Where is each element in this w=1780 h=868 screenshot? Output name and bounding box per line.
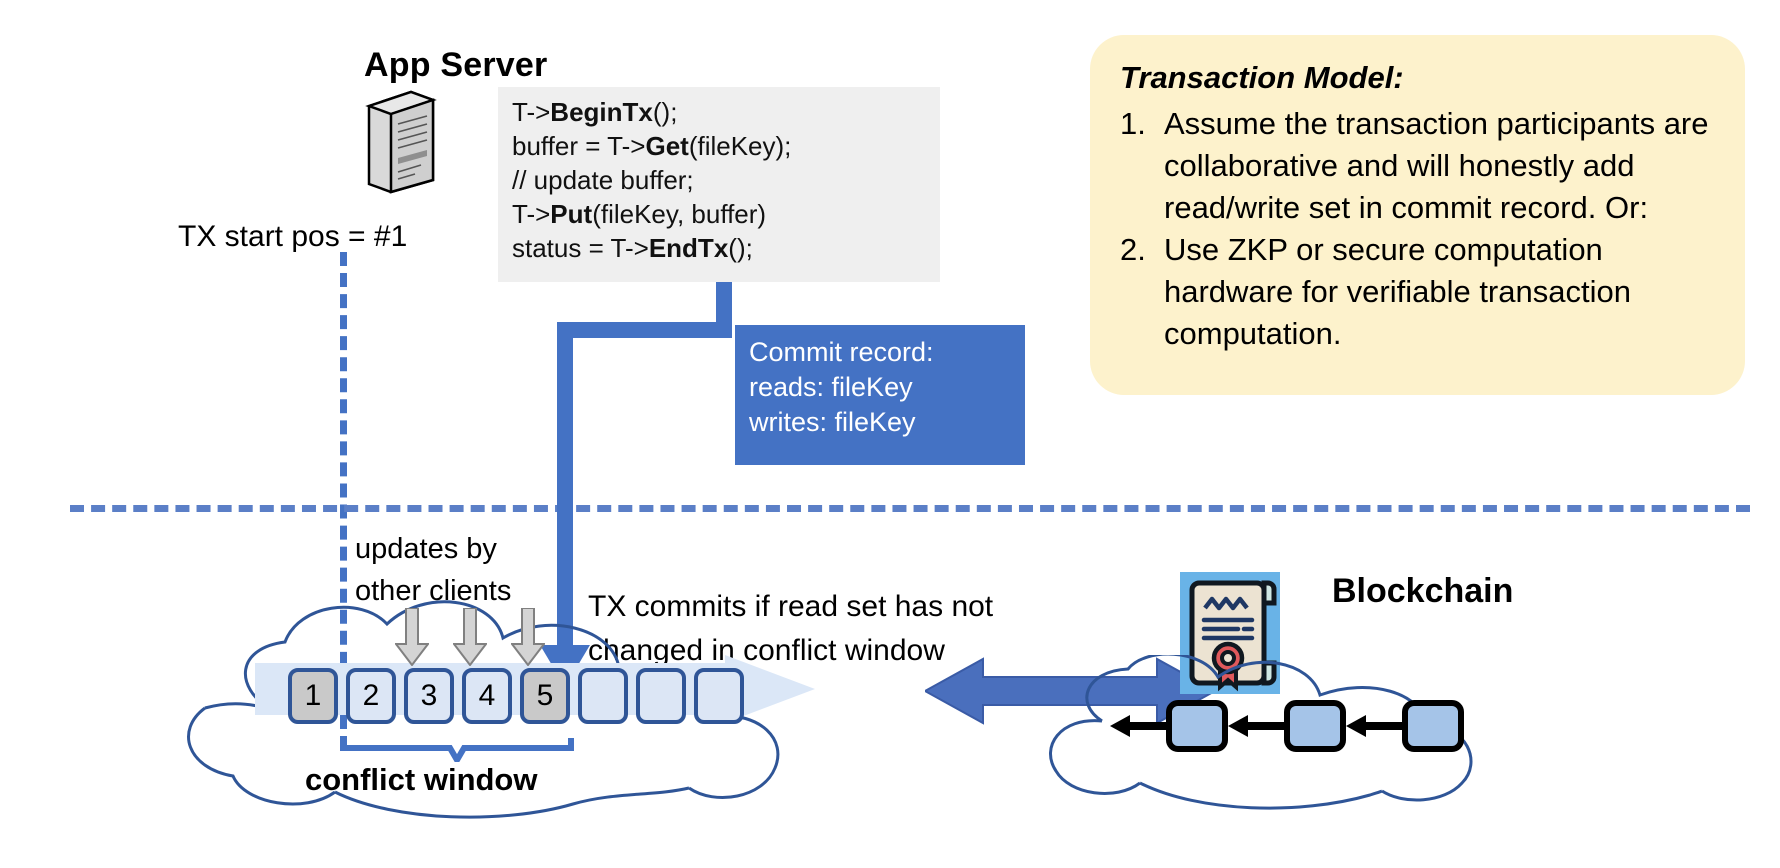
transaction-model-list: 1. Assume the transaction participants a…: [1120, 103, 1715, 355]
ledger-block-row: 1 2 3 4 5: [288, 668, 744, 724]
ledger-block[interactable]: 4: [462, 668, 512, 724]
ledger-block[interactable]: 2: [346, 668, 396, 724]
code-line: status = T->EndTx();: [512, 233, 753, 263]
list-item: 1. Assume the transaction participants a…: [1120, 103, 1715, 229]
update-arrow-down-icon: [393, 607, 431, 671]
ledger-block[interactable]: 5: [520, 668, 570, 724]
tx-start-dashed-line: [340, 252, 347, 750]
ledger-block[interactable]: [694, 668, 744, 724]
commit-record-title: Commit record:: [749, 337, 934, 367]
update-arrow-down-icon: [451, 607, 489, 671]
certificate-icon: [1180, 572, 1280, 694]
commit-record-box: Commit record: reads: fileKey writes: fi…: [735, 325, 1025, 465]
code-block: T->BeginTx(); buffer = T->Get(fileKey); …: [498, 87, 940, 282]
updates-by-other-clients-label: updates by other clients: [355, 528, 511, 612]
blockchain-block[interactable]: [1284, 700, 1346, 752]
blockchain-block-row: [1110, 700, 1464, 752]
code-line: // update buffer;: [512, 165, 694, 195]
transaction-model-card: Transaction Model: 1. Assume the transac…: [1090, 35, 1745, 395]
tx-commits-label: TX commits if read set has not changed i…: [588, 585, 993, 673]
blockchain-label: Blockchain: [1332, 572, 1514, 610]
tx-start-pos-label: TX start pos = #1: [178, 220, 408, 253]
updates-label-line1: updates by: [355, 533, 497, 565]
code-line: buffer = T->Get(fileKey);: [512, 131, 792, 161]
commit-connector-horizontal: [557, 322, 732, 338]
conflict-window-label: conflict window: [305, 762, 538, 797]
ledger-block[interactable]: 3: [404, 668, 454, 724]
code-line: T->BeginTx();: [512, 97, 678, 127]
list-item: 2. Use ZKP or secure computation hardwar…: [1120, 229, 1715, 355]
server-tower-icon: [365, 88, 437, 196]
ledger-block[interactable]: [578, 668, 628, 724]
transaction-model-title: Transaction Model:: [1120, 60, 1404, 95]
blockchain-link-arrow-icon: [1346, 713, 1402, 739]
blockchain-link-arrow-icon: [1228, 713, 1284, 739]
commit-record-writes: writes: fileKey: [749, 407, 916, 437]
commit-record-reads: reads: fileKey: [749, 372, 913, 402]
tx-commits-line1: TX commits if read set has not: [588, 590, 994, 623]
conflict-window-brace-icon: [340, 736, 575, 766]
ledger-block[interactable]: 1: [288, 668, 338, 724]
list-item-number: 2.: [1120, 232, 1146, 267]
blockchain-link-arrow-icon: [1110, 713, 1166, 739]
blockchain-block[interactable]: [1166, 700, 1228, 752]
commit-connector-vertical: [557, 322, 573, 662]
list-item-text: Assume the transaction participants are …: [1164, 106, 1709, 225]
list-item-text: Use ZKP or secure computation hardware f…: [1164, 232, 1631, 351]
app-server-title: App Server: [364, 46, 548, 84]
ledger-block[interactable]: [636, 668, 686, 724]
blockchain-block[interactable]: [1402, 700, 1464, 752]
horizontal-dashed-separator: [70, 505, 1750, 512]
update-arrow-down-icon: [509, 607, 547, 671]
list-item-number: 1.: [1120, 106, 1146, 141]
tx-commits-line2: changed in conflict window: [588, 634, 945, 667]
code-line: T->Put(fileKey, buffer): [512, 199, 767, 229]
